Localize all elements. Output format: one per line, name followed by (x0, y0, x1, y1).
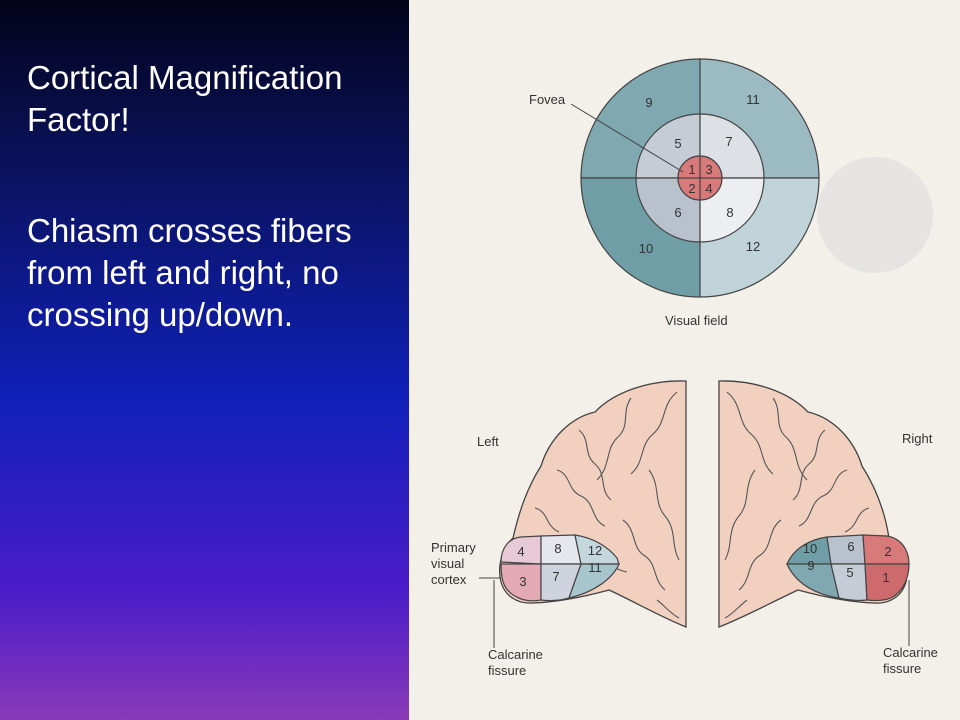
left-calcarine-label-2: fissure (488, 663, 526, 678)
left-calcarine-label-1: Calcarine (488, 647, 543, 662)
sector-label-7: 7 (725, 134, 732, 149)
right-cortex-label-6: 6 (847, 539, 854, 554)
text-panel: Cortical Magnification Factor! Chiasm cr… (0, 0, 409, 720)
right-cortex-6 (826, 534, 866, 565)
right-calcarine-label-1: Calcarine (883, 645, 938, 660)
sector-label-2: 2 (688, 181, 695, 196)
sector-label-9: 9 (645, 95, 652, 110)
visual-field-caption: Visual field (665, 313, 728, 328)
sector-label-1: 1 (688, 162, 695, 177)
visual-field-diagram: 9 11 10 12 5 7 6 8 1 2 3 4 Fovea Visual … (529, 58, 820, 328)
right-cortex-label-5: 5 (846, 565, 853, 580)
figure-panel: 9 11 10 12 5 7 6 8 1 2 3 4 Fovea Visual … (409, 0, 960, 720)
fovea-pointer-line (570, 103, 684, 173)
left-cortex-11 (568, 563, 620, 599)
sector-label-11: 11 (746, 92, 760, 107)
sector-label-12: 12 (746, 239, 760, 254)
sector-label-6: 6 (674, 205, 681, 220)
right-cortex-label-2: 2 (884, 544, 891, 559)
right-cortex-label-9: 9 (807, 558, 814, 573)
slide-body: Chiasm crosses fibers from left and righ… (27, 212, 352, 333)
primary-visual-cortex-label-1: Primary (431, 540, 476, 555)
slide-title: Cortical Magnification Factor! (27, 59, 343, 138)
right-cortex-label-1: 1 (882, 570, 889, 585)
left-cortex-label-8: 8 (554, 541, 561, 556)
primary-visual-cortex-label-2: visual (431, 556, 464, 571)
right-calcarine-label-2: fissure (883, 661, 921, 676)
sector-5 (635, 113, 701, 179)
background-grating-circle (817, 157, 933, 273)
brain-diagram: 4 8 12 3 7 11 (431, 380, 938, 678)
right-label: Right (902, 431, 933, 446)
sector-7 (699, 113, 765, 179)
left-cortex-label-12: 12 (588, 543, 602, 558)
sector-label-3: 3 (705, 162, 712, 177)
sector-label-8: 8 (726, 205, 733, 220)
sector-6 (635, 177, 701, 243)
fovea-label: Fovea (529, 92, 566, 107)
right-cortex-label-10: 10 (803, 541, 817, 556)
left-gyri (534, 391, 680, 619)
sector-label-5: 5 (674, 136, 681, 151)
left-cortex-label-7: 7 (552, 569, 559, 584)
left-cortex-label-4: 4 (517, 544, 524, 559)
primary-visual-cortex-label-3: cortex (431, 572, 467, 587)
sector-label-4: 4 (705, 181, 712, 196)
left-label: Left (477, 434, 499, 449)
left-cortex-3 (500, 563, 542, 602)
right-cortex-1 (864, 563, 910, 602)
right-gyri (724, 391, 870, 619)
left-cortex-label-11: 11 (588, 560, 602, 575)
left-cortex-12 (574, 534, 620, 565)
left-cortex-4 (500, 535, 542, 565)
left-cortex-label-3: 3 (519, 574, 526, 589)
sector-label-10: 10 (639, 241, 653, 256)
visual-pathway-diagram: 9 11 10 12 5 7 6 8 1 2 3 4 Fovea Visual … (431, 58, 938, 678)
sector-8 (699, 177, 765, 243)
